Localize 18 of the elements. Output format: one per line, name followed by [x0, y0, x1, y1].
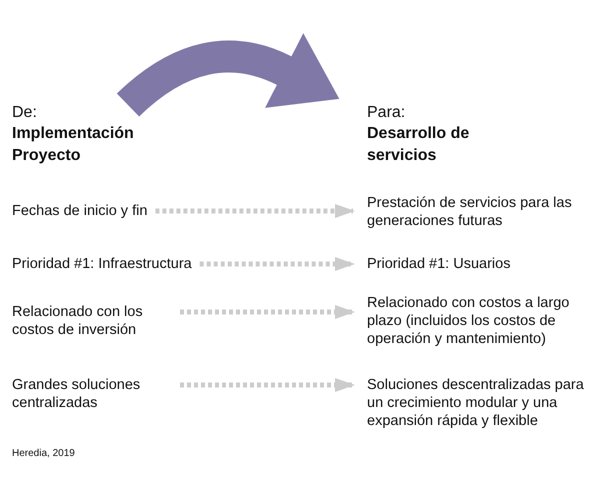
dotted-arrow [155, 204, 355, 218]
curved-arrow [117, 32, 341, 117]
item-text: Relacionado con costos a largo plazo (incluidos los costos de operación y mantenimiento) [367, 294, 570, 348]
column-label: Para: [367, 103, 406, 123]
item-text: Prestación de servicios para las generaciones futuras [367, 194, 573, 230]
source-caption: Heredia, 2019 [12, 448, 75, 459]
item-text: Fechas de inicio y fin [12, 202, 148, 220]
dotted-arrow [200, 257, 355, 271]
column-label: De: [12, 103, 38, 123]
dotted-arrow [180, 378, 355, 392]
item-text: Prioridad #1: Infraestructura [12, 255, 192, 273]
item-text: Prioridad #1: Usuarios [367, 255, 510, 273]
item-text: Grandes soluciones centralizadas [12, 376, 142, 412]
column-heading: Implementación Proyecto [12, 124, 135, 166]
dotted-arrow [180, 305, 355, 319]
column-heading: Desarrollo de servicios [367, 124, 470, 166]
item-text: Soluciones descentralizadas para un crecimiento modular y una expansión rápida y flexible [367, 376, 585, 430]
item-text: Relacionado con los costos de inversión [12, 303, 144, 339]
